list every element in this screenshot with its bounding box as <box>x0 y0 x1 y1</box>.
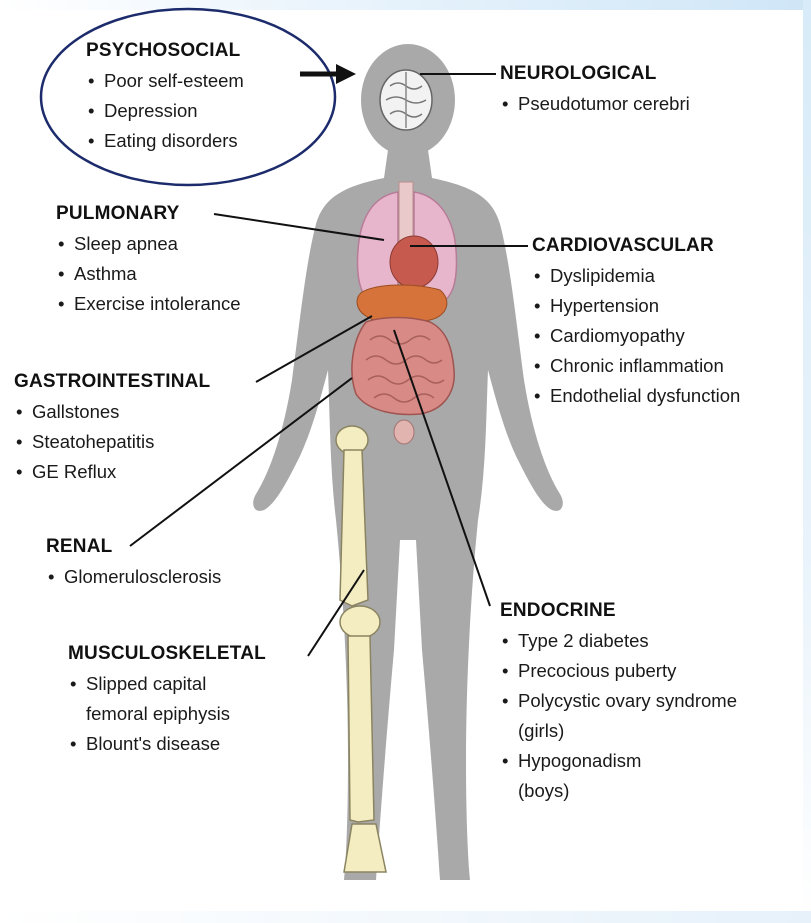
psychosocial-group: PSYCHOSOCIAL Poor self-esteem Depression… <box>86 40 244 156</box>
musculoskeletal-group: MUSCULOSKELETAL Slipped capital femoral … <box>68 643 266 759</box>
psychosocial-item: Depression <box>86 96 244 126</box>
psychosocial-item: Poor self-esteem <box>86 66 244 96</box>
cardiovascular-item: Cardiomyopathy <box>532 321 740 351</box>
pulmonary-heading: PULMONARY <box>56 203 241 225</box>
cardiovascular-item: Hypertension <box>532 291 740 321</box>
cardiovascular-item: Dyslipidemia <box>532 261 740 291</box>
musculoskeletal-item-continued: femoral epiphysis <box>68 699 266 729</box>
gastrointestinal-heading: GASTROINTESTINAL <box>14 371 210 393</box>
gastrointestinal-group: GASTROINTESTINAL Gallstones Steatohepati… <box>14 371 210 487</box>
musculoskeletal-item: Blount's disease <box>68 729 266 759</box>
gastrointestinal-item: Steatohepatitis <box>14 427 210 457</box>
renal-item: Glomerulosclerosis <box>46 562 221 592</box>
endocrine-item: Precocious puberty <box>500 656 737 686</box>
arrow-icon <box>300 64 356 84</box>
gastrointestinal-item: GE Reflux <box>14 457 210 487</box>
pulmonary-item: Exercise intolerance <box>56 289 241 319</box>
cardiovascular-item: Endothelial dysfunction <box>532 381 740 411</box>
endocrine-item: Polycystic ovary syndrome <box>500 686 737 716</box>
neurological-group: NEUROLOGICAL Pseudotumor cerebri <box>500 63 690 119</box>
pulmonary-item: Asthma <box>56 259 241 289</box>
musculoskeletal-heading: MUSCULOSKELETAL <box>68 643 266 665</box>
renal-heading: RENAL <box>46 536 221 558</box>
intestine-organ <box>352 318 454 415</box>
endocrine-item: Type 2 diabetes <box>500 626 737 656</box>
endocrine-item: Hypogonadism <box>500 746 737 776</box>
pulmonary-group: PULMONARY Sleep apnea Asthma Exercise in… <box>56 203 241 319</box>
bladder-organ <box>394 420 414 444</box>
psychosocial-heading: PSYCHOSOCIAL <box>86 40 244 62</box>
endocrine-heading: ENDOCRINE <box>500 600 737 622</box>
neurological-item: Pseudotumor cerebri <box>500 89 690 119</box>
pulmonary-item: Sleep apnea <box>56 229 241 259</box>
musculoskeletal-item: Slipped capital <box>68 669 266 699</box>
renal-group: RENAL Glomerulosclerosis <box>46 536 221 592</box>
cardiovascular-item: Chronic inflammation <box>532 351 740 381</box>
cardiovascular-group: CARDIOVASCULAR Dyslipidemia Hypertension… <box>532 235 740 411</box>
endocrine-item-continued: (boys) <box>500 776 737 806</box>
neurological-heading: NEUROLOGICAL <box>500 63 690 85</box>
psychosocial-item: Eating disorders <box>86 126 244 156</box>
heart-organ <box>390 236 438 288</box>
gastrointestinal-item: Gallstones <box>14 397 210 427</box>
endocrine-item-continued: (girls) <box>500 716 737 746</box>
endocrine-group: ENDOCRINE Type 2 diabetes Precocious pub… <box>500 600 737 806</box>
brain-icon <box>380 70 432 130</box>
cardiovascular-heading: CARDIOVASCULAR <box>532 235 740 257</box>
